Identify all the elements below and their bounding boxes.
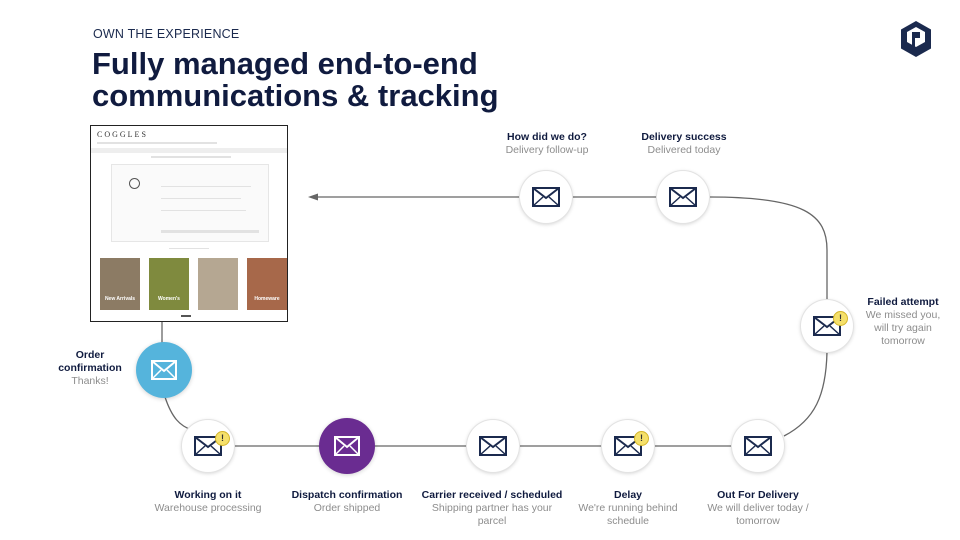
carrier-received-label: Carrier received / scheduled Shipping pa… [417, 489, 567, 528]
working-on-it-node: ! [182, 420, 234, 472]
page-title-line-2: communications & tracking [92, 78, 499, 113]
out-for-delivery-subtitle-1: We will deliver today / [707, 502, 809, 514]
brand-cube-logo-icon [901, 21, 931, 57]
envelope-icon [669, 187, 697, 207]
screenshot-tracking-heading [151, 156, 231, 158]
carrier-received-node [467, 420, 519, 472]
delivery-success-label: Delivery success Delivered today [609, 131, 759, 157]
eyebrow-label: OWN THE EXPERIENCE [93, 27, 240, 41]
envelope-icon [532, 187, 560, 207]
envelope-icon [744, 436, 772, 456]
failed-attempt-title: Failed attempt [867, 296, 939, 308]
screenshot-carousel-dots [181, 315, 191, 317]
delivery-success-title: Delivery success [641, 131, 727, 143]
out-for-delivery-subtitle-2: tomorrow [736, 515, 780, 527]
alert-icon: ! [634, 431, 649, 446]
delay-node: ! [602, 420, 654, 472]
order-confirmation-subtitle: Thanks! [71, 375, 109, 387]
working-on-it-title: Working on it [174, 489, 242, 501]
delivery-success-subtitle: Delivered today [647, 144, 721, 156]
screenshot-detail-line [161, 198, 241, 199]
screenshot-tile: Homeware [247, 258, 287, 310]
order-confirmation-node [136, 342, 192, 398]
failed-attempt-subtitle-3: tomorrow [881, 335, 925, 347]
dispatch-confirmation-subtitle: Order shipped [313, 502, 381, 514]
website-screenshot: COGGLES New Arrivals Women's Homeware [90, 125, 288, 322]
delay-subtitle-1: We're running behind [578, 502, 678, 514]
carrier-received-subtitle-1: Shipping partner has your [431, 502, 553, 514]
screenshot-nav-bar [97, 142, 217, 144]
order-confirmation-title-2: confirmation [58, 362, 122, 374]
out-for-delivery-title: Out For Delivery [717, 489, 799, 501]
screenshot-section-heading [169, 248, 209, 249]
order-confirmation-title-1: Order [75, 349, 105, 361]
failed-attempt-node: ! [801, 300, 853, 352]
working-on-it-subtitle: Warehouse processing [154, 502, 262, 514]
page-title: Fully managed end-to-end communications … [92, 48, 499, 112]
follow-up-title: How did we do? [507, 131, 587, 143]
envelope-icon [479, 436, 507, 456]
dispatch-confirmation-node [319, 418, 375, 474]
carrier-received-subtitle-2: parcel [477, 515, 507, 527]
envelope-icon [334, 436, 360, 456]
out-for-delivery-label: Out For Delivery We will deliver today /… [683, 489, 833, 528]
alert-icon: ! [215, 431, 230, 446]
screenshot-tile [198, 258, 238, 310]
delay-label: Delay We're running behind schedule [553, 489, 703, 528]
screenshot-tile: New Arrivals [100, 258, 140, 310]
order-confirmation-label: Order confirmation Thanks! [15, 349, 165, 388]
envelope-icon [194, 436, 222, 456]
screenshot-banner [91, 148, 287, 153]
dispatch-confirmation-label: Dispatch confirmation Order shipped [272, 489, 422, 515]
screenshot-check-icon [129, 178, 140, 189]
delay-subtitle-2: schedule [606, 515, 650, 527]
out-for-delivery-node [732, 420, 784, 472]
follow-up-node [520, 171, 572, 223]
page-title-line-1: Fully managed end-to-end [92, 46, 478, 81]
screenshot-tracking-panel [111, 164, 269, 242]
screenshot-detail-button [161, 230, 259, 233]
screenshot-detail-line [161, 186, 251, 187]
screenshot-brand: COGGLES [97, 130, 148, 139]
working-on-it-label: Working on it Warehouse processing [133, 489, 283, 515]
follow-up-label: How did we do? Delivery follow-up [472, 131, 622, 157]
failed-attempt-subtitle-1: We missed you, [865, 309, 941, 321]
screenshot-detail-line [161, 210, 246, 211]
failed-attempt-label: Failed attempt We missed you, will try a… [858, 296, 948, 348]
follow-up-subtitle: Delivery follow-up [505, 144, 589, 156]
alert-icon: ! [833, 311, 848, 326]
delivery-success-node [657, 171, 709, 223]
screenshot-tile: Women's [149, 258, 189, 310]
envelope-icon [151, 360, 177, 380]
dispatch-confirmation-title: Dispatch confirmation [291, 489, 403, 501]
carrier-received-title: Carrier received / scheduled [421, 489, 563, 501]
delay-title: Delay [613, 489, 643, 501]
failed-attempt-subtitle-2: will try again [874, 322, 932, 334]
